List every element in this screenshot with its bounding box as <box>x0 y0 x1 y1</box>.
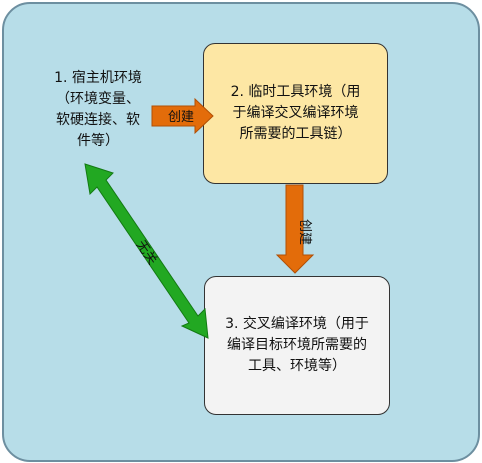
host-env-line-3: 软硬连接、软 <box>56 112 140 128</box>
temp-env-line-3: 所需要的工具链） <box>239 126 352 142</box>
unrelated-double-arrow: 无关 <box>84 163 209 339</box>
temp-env-line-1: 2. 临时工具环境（用 <box>230 84 361 100</box>
cross-env-line-2: 编译目标环境所需要的 <box>227 337 367 353</box>
cross-env-line-1: 3. 交叉编译环境（用于 <box>225 316 369 332</box>
cross-compile-environment-box: 3. 交叉编译环境（用于 编译目标环境所需要的 工具、环境等） <box>204 276 390 415</box>
temp-tool-environment-box: 2. 临时工具环境（用 于编译交叉编译环境 所需要的工具链） <box>203 43 388 184</box>
create-arrow-host-to-temp-label: 创建 <box>168 110 194 125</box>
host-env-line-1: 1. 宿主机环境 <box>54 70 142 86</box>
temp-env-line-2: 于编译交叉编译环境 <box>232 105 359 121</box>
cross-env-line-3: 工具、环境等） <box>248 358 346 374</box>
create-arrow-temp-to-cross: 创建 <box>275 184 315 274</box>
host-env-line-4: 件等） <box>77 133 119 149</box>
host-env-line-2: （环境变量、 <box>56 91 140 107</box>
host-environment-label: 1. 宿主机环境 （环境变量、 软硬连接、软 件等） <box>28 68 168 152</box>
create-arrow-temp-to-cross-label: 创建 <box>297 219 312 245</box>
create-arrow-host-to-temp: 创建 <box>151 97 214 135</box>
